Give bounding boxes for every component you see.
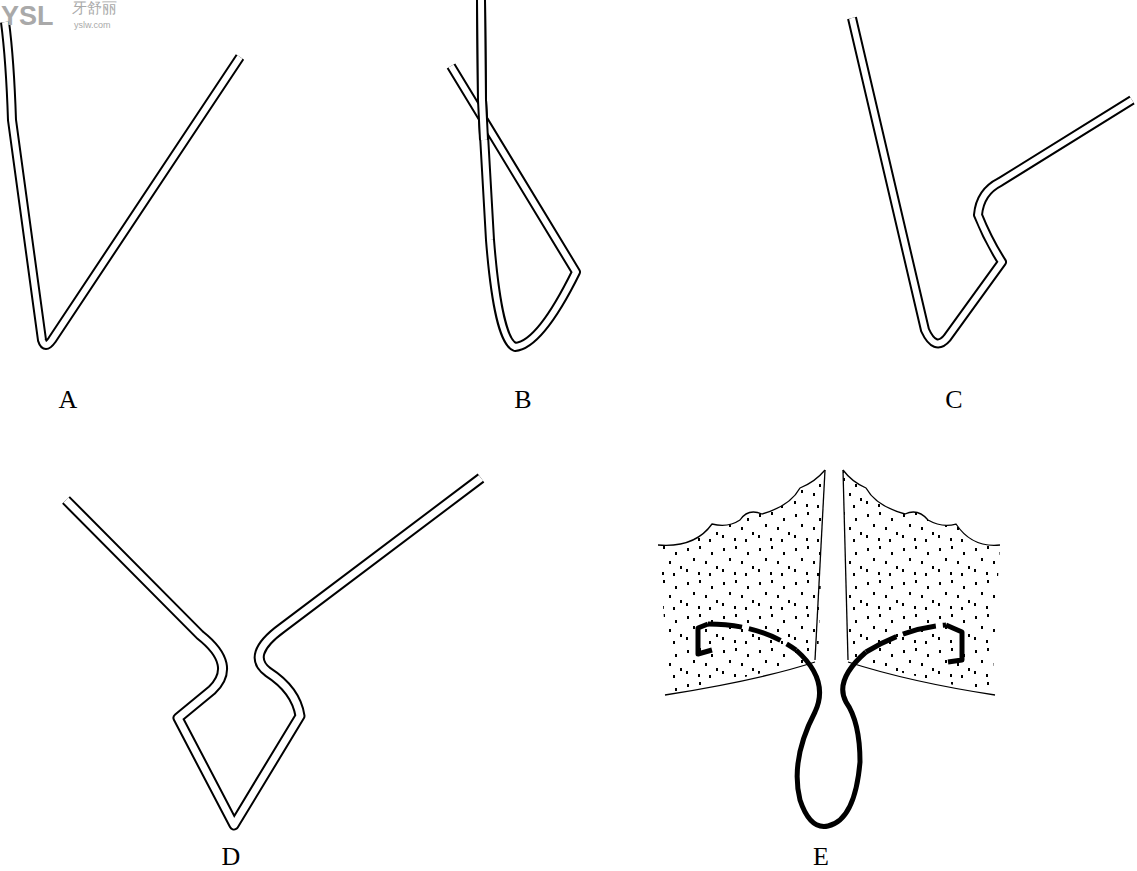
wire-b: [451, 0, 576, 347]
panel-letter: D: [222, 844, 241, 870]
panel-letter: C: [945, 387, 962, 413]
panel-letter: A: [59, 387, 78, 413]
palate-figure: [658, 470, 1000, 826]
panel-letter: B: [514, 387, 531, 413]
wire-d: [66, 478, 481, 825]
wire-c: [852, 18, 1132, 343]
panel-letter: E: [813, 844, 829, 870]
watermark-logo: YSL: [1, 3, 54, 30]
wire-a: [5, 22, 240, 345]
watermark-url: yslw.com: [74, 21, 111, 30]
watermark-text: 牙舒丽: [72, 1, 117, 16]
